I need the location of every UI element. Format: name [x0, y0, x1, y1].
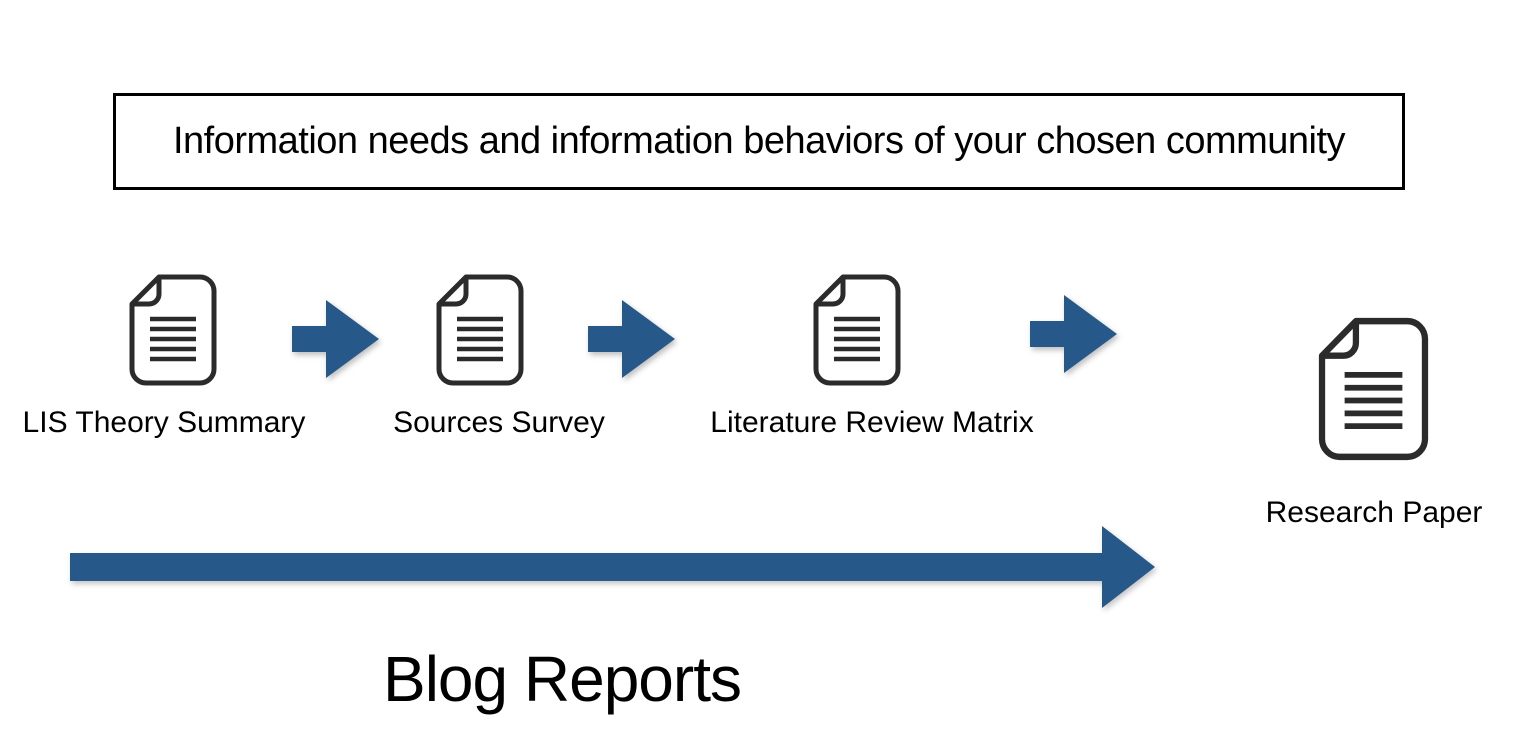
step-label-literature-review-matrix: Literature Review Matrix	[710, 406, 1034, 439]
document-icon	[1317, 316, 1430, 462]
right-arrow-icon	[588, 300, 675, 378]
title-box: Information needs and information behavi…	[113, 93, 1405, 190]
step-label-lis-theory-summary: LIS Theory Summary	[22, 406, 306, 439]
document-icon	[128, 273, 218, 387]
document-icon	[812, 273, 902, 387]
document-icon	[435, 273, 525, 387]
title-text: Information needs and information behavi…	[172, 120, 1346, 162]
timeline-label: Blog Reports	[383, 643, 742, 715]
step-label-sources-survey: Sources Survey	[393, 406, 605, 439]
right-arrow-icon	[292, 300, 379, 378]
right-arrow-icon	[1030, 295, 1117, 373]
step-label-research-paper: Research Paper	[1265, 496, 1483, 529]
timeline-arrow-icon	[70, 526, 1155, 608]
